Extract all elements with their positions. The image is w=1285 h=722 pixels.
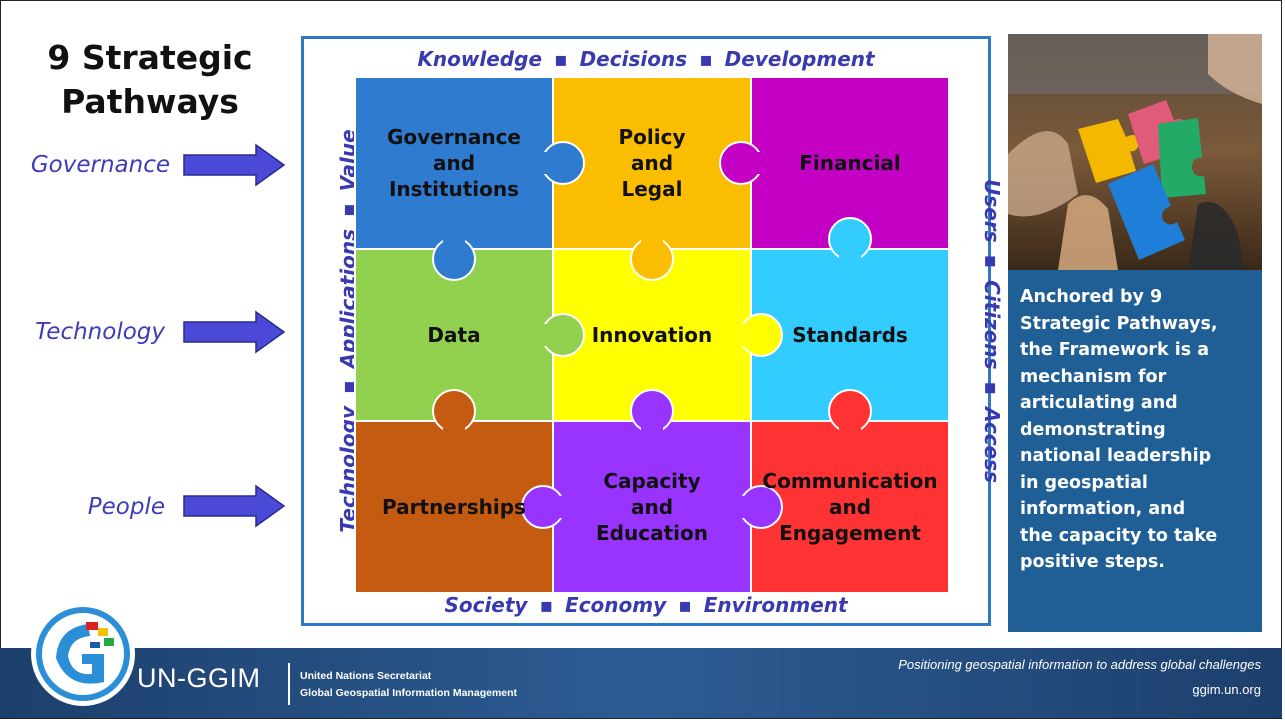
separator: ▪ <box>980 254 1004 269</box>
puzzle-piece <box>750 420 950 594</box>
board-bottom-text: Society ▪ Economy ▪ Environment <box>304 593 988 617</box>
board-top-text: Knowledge ▪ Decisions ▪ Development <box>304 47 988 71</box>
puzzle-piece <box>354 76 554 250</box>
puzzle-tab-neck <box>743 152 763 174</box>
info-line: in geospatial <box>1020 472 1148 493</box>
footer-divider <box>288 663 290 705</box>
separator: ▪ <box>539 593 554 617</box>
puzzle-tab-neck <box>545 496 565 518</box>
side-label-people: People <box>87 494 165 520</box>
puzzle-board: Knowledge ▪ Decisions ▪ Development Society ▪… <box>301 36 1004 626</box>
right-word: Users <box>980 179 1004 243</box>
info-line: the Framework is a <box>1020 340 1210 360</box>
info-line: the capacity to take <box>1020 525 1218 546</box>
puzzle-tab-neck <box>443 413 465 433</box>
footer-url[interactable]: ggim.un.org <box>1192 682 1261 697</box>
info-line: positive steps. <box>1020 552 1165 572</box>
piece-label: and <box>433 151 475 175</box>
piece-label: Data <box>427 323 480 347</box>
arrow-icon <box>183 143 286 187</box>
puzzle-grid: GovernanceandInstitutionsPolicyandLegalF… <box>354 76 950 594</box>
puzzle-piece <box>354 420 554 594</box>
piece-label: Capacity <box>603 469 700 493</box>
info-text: Anchored by 9 Strategic Pathways, the Fram… <box>1020 284 1258 576</box>
footer-tagline: Positioning geospatial information to ad… <box>898 657 1261 672</box>
info-line: national leadership <box>1020 446 1212 466</box>
puzzle-tab-neck <box>839 413 861 433</box>
top-word: Decisions <box>579 47 688 71</box>
bottom-word: Economy <box>565 593 667 617</box>
right-word: Access <box>980 406 1004 483</box>
title-line-1: 9 Strategic <box>47 38 253 77</box>
info-line: information, and <box>1020 499 1186 519</box>
piece-label: Education <box>596 521 708 545</box>
piece-label: Legal <box>622 177 683 201</box>
board-right-text: Users ▪ Citizens ▪ Access <box>980 51 1004 611</box>
un-ggim-logo-icon <box>31 602 135 706</box>
title-line-2: Pathways <box>61 82 239 121</box>
separator: ▪ <box>678 593 692 617</box>
piece-label: Innovation <box>592 323 713 347</box>
puzzle-tab-neck <box>739 324 759 346</box>
piece-label: Communication <box>762 469 937 493</box>
arrow-icon <box>183 310 286 354</box>
top-word: Development <box>724 47 875 71</box>
bottom-word: Environment <box>703 593 848 617</box>
piece-label: and <box>829 495 871 519</box>
info-line: mechanism for <box>1020 366 1167 387</box>
puzzle-tab-neck <box>443 237 465 257</box>
piece-label: and <box>631 495 673 519</box>
logo-text: UN-GGIM <box>137 663 261 693</box>
piece-label: Institutions <box>389 177 519 201</box>
puzzle-photo-image <box>1008 34 1262 270</box>
puzzle-photo <box>1008 34 1262 270</box>
piece-label: Partnerships <box>382 495 526 519</box>
piece-label: Standards <box>792 323 908 347</box>
org-line-1: United Nations Secretariat <box>300 670 432 682</box>
piece-label: Governance <box>387 125 521 149</box>
puzzle-tab-neck <box>641 413 663 433</box>
right-word: Citizens <box>980 280 1004 370</box>
separator: ▪ <box>699 47 713 71</box>
side-label-technology: Technology <box>35 319 165 345</box>
piece-label: Policy <box>618 125 685 149</box>
footer-bar <box>0 648 1282 718</box>
side-label-governance: Governance <box>30 152 170 178</box>
arrow-icon <box>183 484 286 528</box>
puzzle-tab-neck <box>541 324 561 346</box>
bottom-word: Society <box>444 593 528 617</box>
separator: ▪ <box>554 47 568 71</box>
puzzle-piece <box>552 420 752 594</box>
piece-label: and <box>631 151 673 175</box>
info-line: demonstrating <box>1020 419 1166 440</box>
puzzle-piece <box>552 76 752 250</box>
separator: ▪ <box>980 381 1004 395</box>
org-line-2: Global Geospatial Information Management <box>300 687 518 699</box>
puzzle-tab-neck <box>839 241 861 261</box>
info-line: Anchored by 9 <box>1020 287 1163 307</box>
top-word: Knowledge <box>417 47 543 71</box>
puzzle-tab-neck <box>739 496 759 518</box>
puzzle-tab-neck <box>541 152 561 174</box>
piece-label: Financial <box>799 151 901 175</box>
info-line: Strategic Pathways, <box>1020 313 1218 334</box>
info-line: articulating and <box>1020 393 1178 413</box>
puzzle-tab-neck <box>641 237 663 257</box>
slide-title: 9 Strategic Pathways <box>20 36 280 124</box>
piece-label: Engagement <box>779 521 921 545</box>
info-box: Anchored by 9 Strategic Pathways, the Fram… <box>1008 270 1262 632</box>
